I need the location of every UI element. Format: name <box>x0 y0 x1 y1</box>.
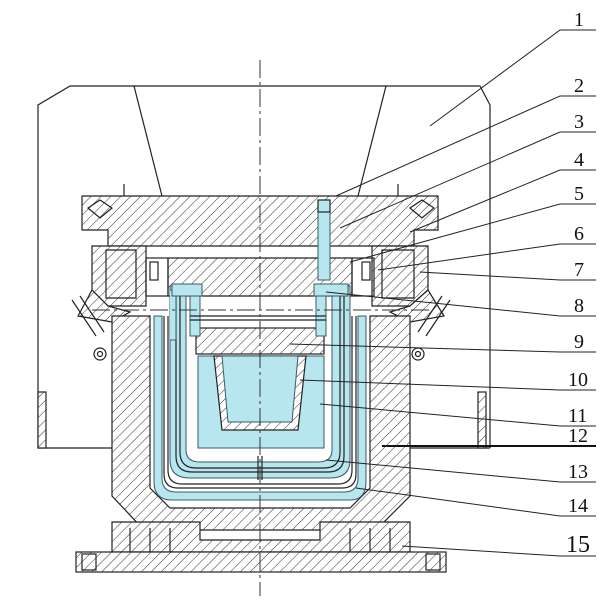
label-1: 1 <box>574 9 584 31</box>
label-4: 4 <box>574 149 584 171</box>
label-13: 13 <box>568 461 588 483</box>
label-2: 2 <box>574 75 584 97</box>
part-labels: 1 2 3 4 5 6 7 8 9 10 11 12 13 14 15 <box>566 9 590 558</box>
label-3: 3 <box>574 111 584 133</box>
label-11: 11 <box>568 405 587 427</box>
leader-lines <box>289 29 596 557</box>
base-plate <box>75 521 447 573</box>
label-8: 8 <box>574 295 584 317</box>
label-6: 6 <box>574 223 584 245</box>
label-5: 5 <box>574 183 584 205</box>
label-12: 12 <box>568 425 588 447</box>
label-9: 9 <box>574 331 584 353</box>
label-14: 14 <box>568 495 588 517</box>
side-bolts <box>71 295 451 361</box>
connecting-pipes <box>170 199 349 480</box>
label-10: 10 <box>568 369 588 391</box>
top-funnel <box>133 85 387 197</box>
label-15: 15 <box>566 532 590 558</box>
label-7: 7 <box>574 259 584 281</box>
